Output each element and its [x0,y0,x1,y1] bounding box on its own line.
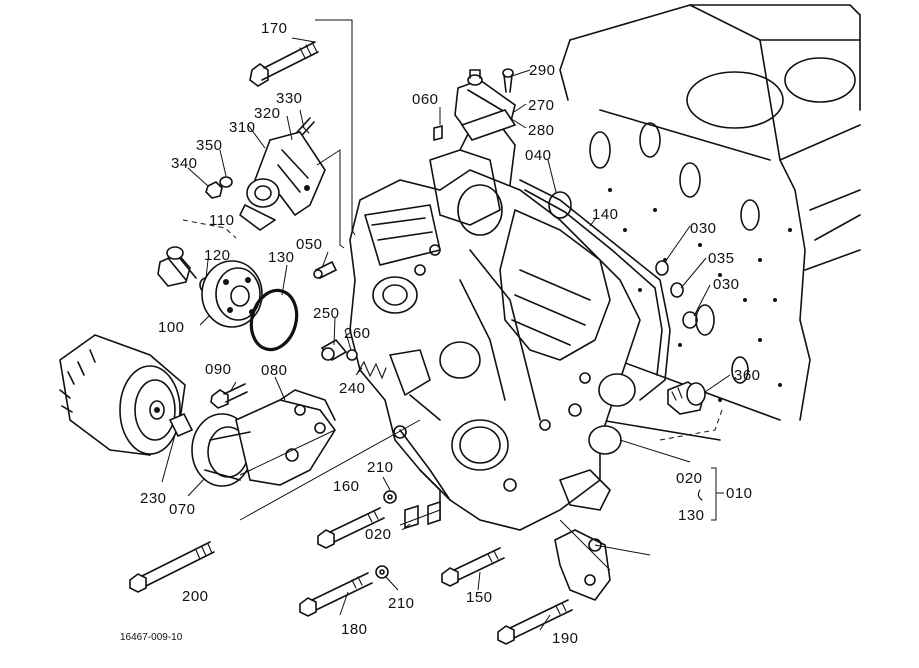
o-ring-040 [548,191,572,219]
callout-310: 310 [229,119,256,136]
callout-190: 190 [552,630,579,647]
callout-180: 180 [341,621,368,638]
bolt-160 [317,507,385,549]
o-ring-030b [682,311,698,329]
pin-050 [313,260,338,280]
callout-100: 100 [158,319,185,336]
callout-290: 290 [529,62,556,79]
callout-035: 035 [708,250,735,267]
callout-080: 080 [261,362,288,379]
callout-110: 110 [209,212,234,229]
callout-170: 170 [261,20,288,37]
callout-130: 130 [268,249,295,266]
bolt-170 [249,41,319,87]
callout-labels: 170 330 320 310 350 340 110 120 130 050 … [120,20,761,647]
bolt-190 [497,599,573,645]
callout-270: 270 [528,97,555,114]
nut-350 [219,176,233,188]
spring-240 [357,360,387,380]
plug-250 [320,338,348,362]
callout-240: 240 [339,380,366,397]
thermostat-housing [454,68,517,141]
callout-350: 350 [196,137,223,154]
bolt-200 [129,541,215,593]
bolt-180 [299,572,373,617]
leader-lines [161,19,731,631]
callout-010: 010 [726,485,753,502]
callout-210-upper: 210 [367,459,394,476]
callout-060: 060 [412,91,439,108]
plug-360 [667,381,706,415]
gear-case [349,124,671,601]
callout-130-assembly: 130 [678,507,705,524]
nut-340 [205,181,223,199]
o-ring-130 [249,288,299,352]
callout-160: 160 [333,478,360,495]
pin-060 [433,124,443,142]
callout-120: 120 [204,247,231,264]
callout-320: 320 [254,105,281,122]
callout-260: 260 [344,325,371,342]
callout-090: 090 [205,361,232,378]
callout-210-lower: 210 [388,595,415,612]
bolt-150 [441,547,505,587]
water-pump [239,131,326,231]
callout-140: 140 [592,206,619,223]
callout-040: 040 [525,147,552,164]
callout-030-lower: 030 [713,276,740,293]
callout-020: 020 [365,526,392,543]
oil-filter-230 [59,334,186,456]
assembly-bracket [697,467,724,521]
catalog-number: 16467-009-10 [120,632,183,643]
nipple-fitting [168,412,194,438]
callout-050: 050 [296,236,323,253]
callout-020-assembly: 020 [676,470,703,487]
callout-250: 250 [313,305,340,322]
washer-210a [383,490,397,504]
callout-030-upper: 030 [690,220,717,237]
callout-150: 150 [466,589,493,606]
o-ring-035 [670,282,684,298]
plug-110 [157,246,197,287]
callout-360: 360 [734,367,761,384]
callout-340: 340 [171,155,198,172]
ball-260 [346,349,358,361]
oil-pump-cover-100 [201,260,263,328]
bolt-090 [210,383,248,409]
washer-210b [375,565,389,579]
callout-200: 200 [182,588,209,605]
callout-330: 330 [276,90,303,107]
o-ring-030a [655,260,669,276]
callout-230: 230 [140,490,167,507]
stud-020 [404,500,441,530]
callout-280: 280 [528,122,555,139]
oil-filter-bracket-070 [191,389,336,487]
callout-070: 070 [169,501,196,518]
